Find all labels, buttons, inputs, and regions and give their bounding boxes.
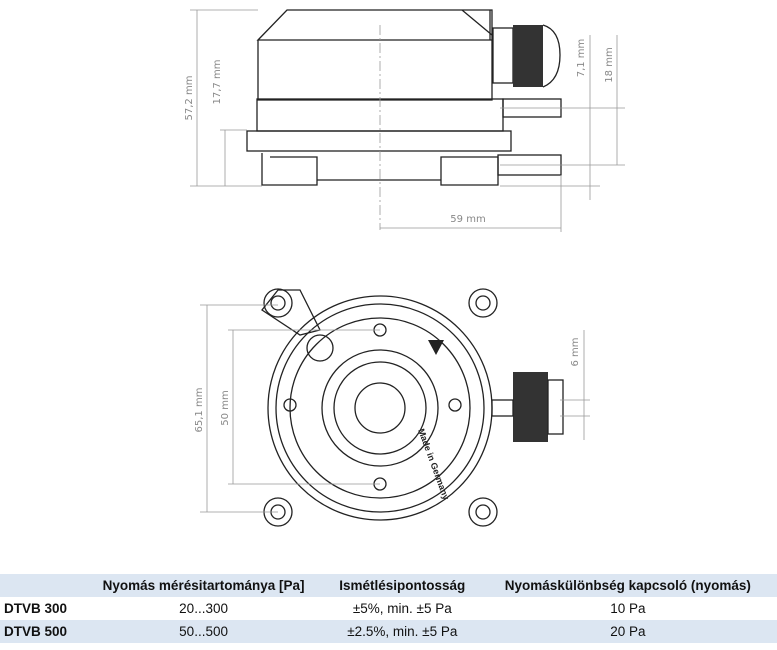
header-model: [0, 574, 81, 597]
header-range: Nyomás mérésitartománya [Pa]: [102, 578, 305, 593]
header-switch: Nyomáskülönbség kapcsoló (nyomás): [504, 578, 751, 593]
front-view: Made in Germany 65,1 mm 50 mm 6 mm: [194, 288, 590, 527]
dim-total-height: 57,2 mm: [184, 76, 195, 121]
table-header-row: Nyomás mérésitartománya [Pa] Ismétlésipo…: [0, 574, 777, 597]
spec-table: Nyomás mérésitartománya [Pa] Ismétlésipo…: [0, 574, 777, 643]
side-view: 57,2 mm 17,7 mm 7,1 mm 18 mm 59 mm: [184, 9, 625, 232]
cable-gland-front: [491, 372, 564, 442]
table-row: DTVB 500 50...500 ±2.5%, min. ±5 Pa 20 P…: [0, 620, 777, 643]
dim-base-height: 17,7 mm: [212, 60, 223, 105]
technical-drawing: 57,2 mm 17,7 mm 7,1 mm 18 mm 59 mm Made …: [184, 9, 625, 527]
cell-model: DTVB 500: [4, 624, 68, 639]
header-accuracy: Ismétlésipontosság: [339, 578, 466, 593]
dim-lower-offset: 18 mm: [604, 47, 615, 82]
dim-port: 6 mm: [570, 337, 581, 366]
table-row: DTVB 300 20...300 ±5%, min. ±5 Pa 10 Pa: [0, 597, 777, 620]
dim-inner-spacing: 50 mm: [220, 390, 231, 425]
dim-width: 59 mm: [450, 214, 485, 225]
cell-accuracy: ±2.5%, min. ±5 Pa: [347, 624, 458, 639]
cell-model: DTVB 300: [4, 601, 68, 616]
cell-switch: 20 Pa: [610, 624, 646, 639]
cable-gland: [492, 24, 561, 88]
cell-range: 20...300: [179, 601, 228, 616]
cell-switch: 10 Pa: [610, 601, 646, 616]
cell-accuracy: ±5%, min. ±5 Pa: [352, 601, 452, 616]
cell-range: 50...500: [179, 624, 228, 639]
dim-outer-spacing: 65,1 mm: [194, 388, 205, 433]
dim-upper-offset: 7,1 mm: [576, 39, 587, 78]
made-in-germany-marking: Made in Germany: [416, 427, 451, 501]
